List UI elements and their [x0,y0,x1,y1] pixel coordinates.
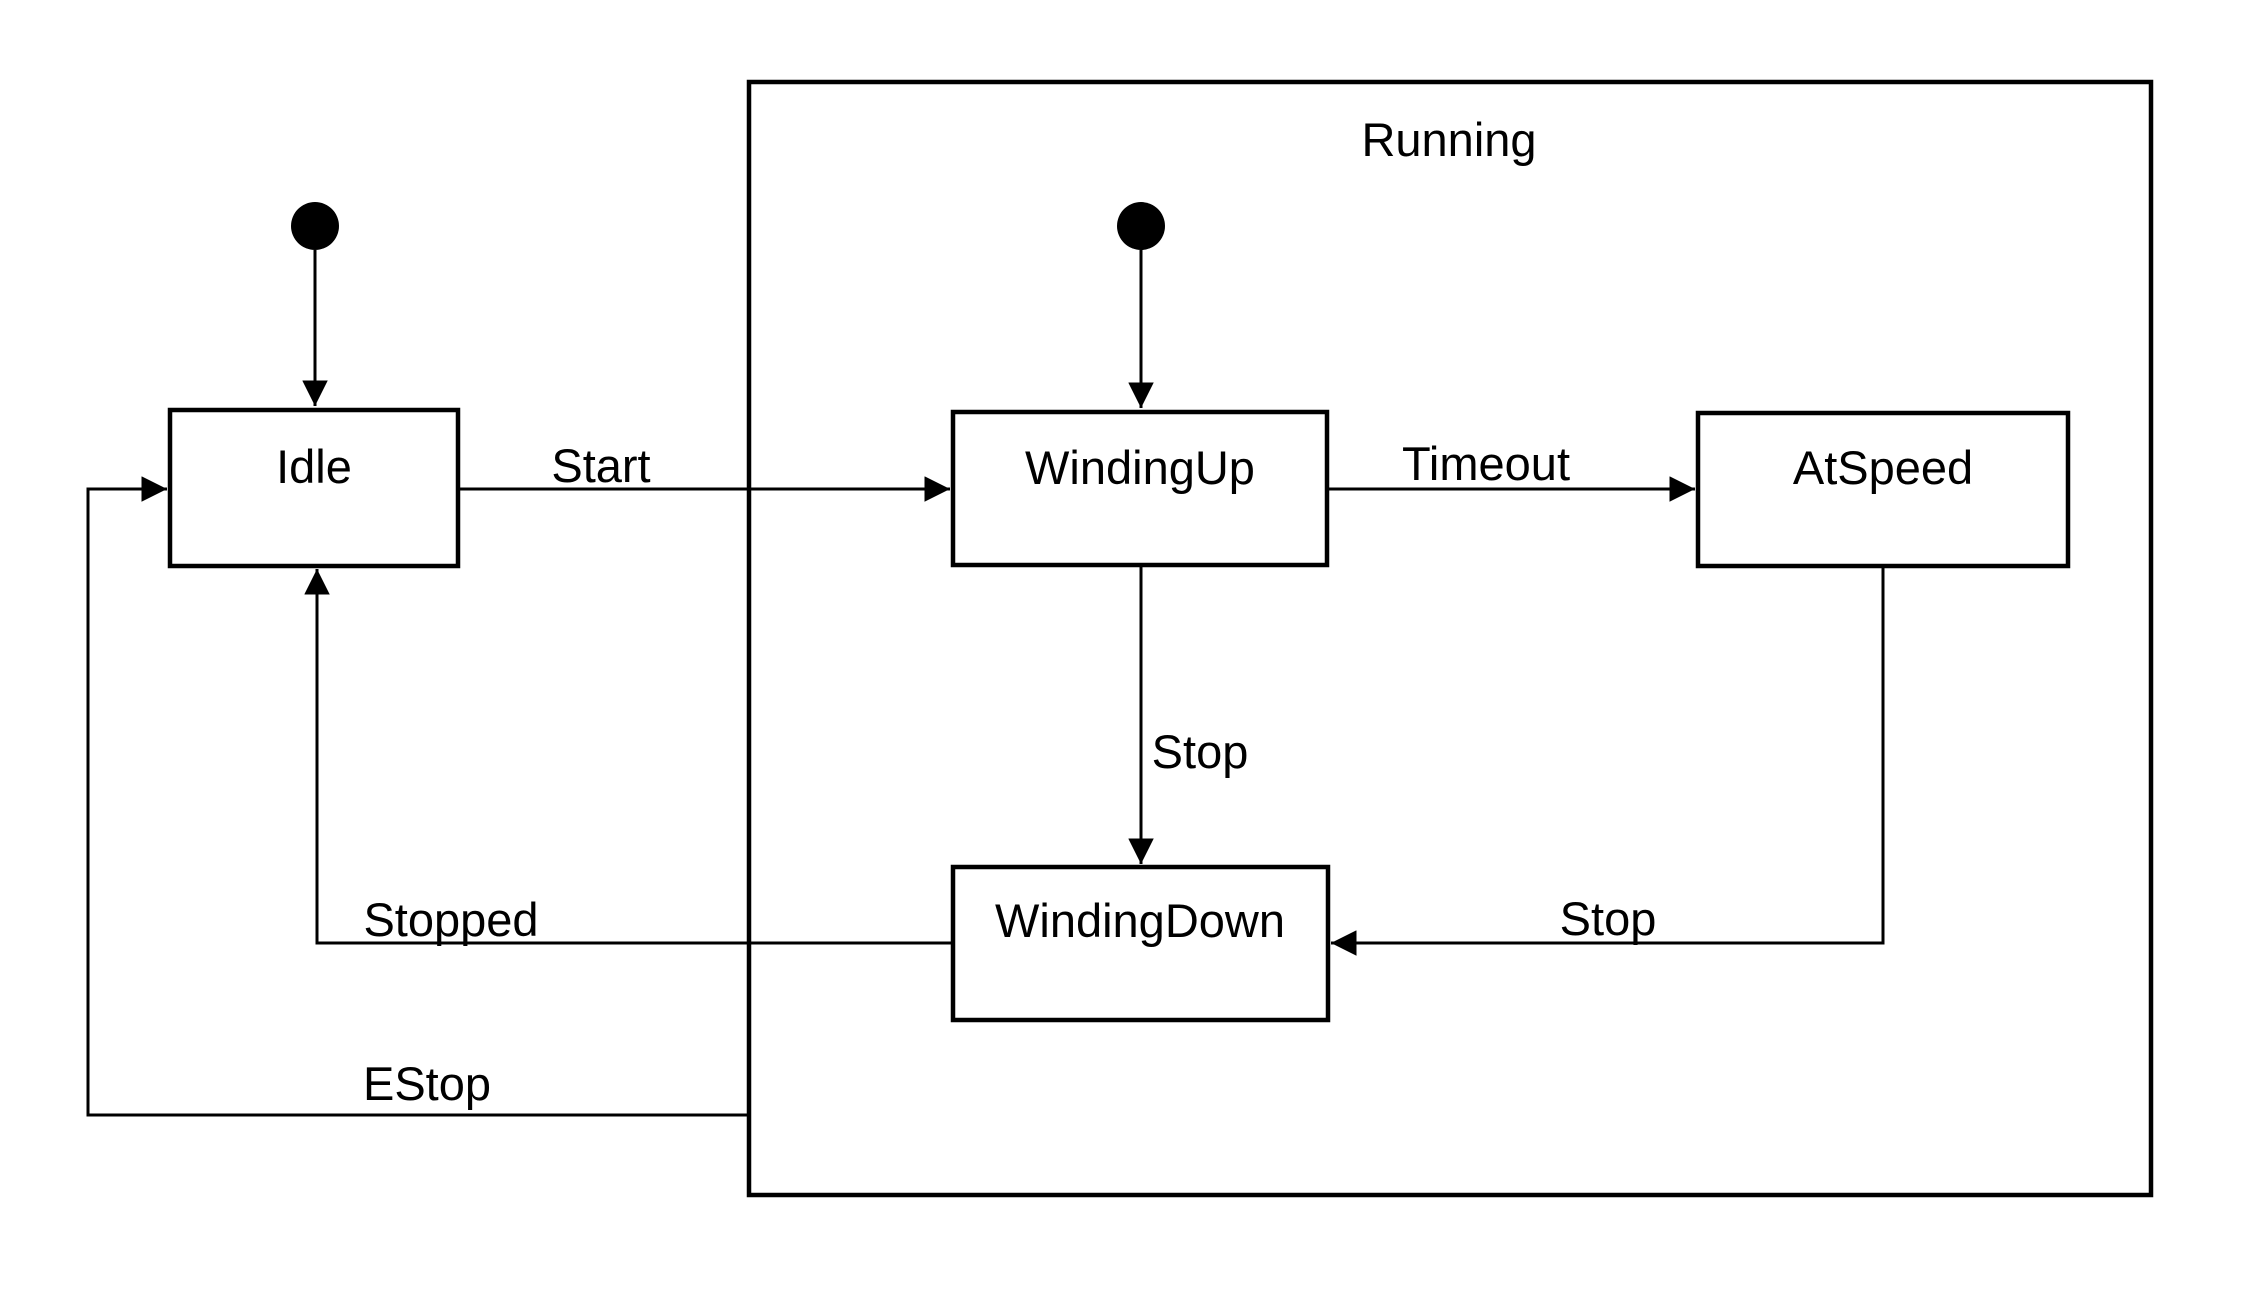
state-atspeed [1695,410,2071,569]
transition-estop-label: EStop [363,1057,491,1110]
transition-stop-atspeed-arrow [1331,566,1885,956]
transition-timeout-label: Timeout [1402,437,1570,490]
composite-state-running [746,79,2154,1198]
state-atspeed-label: AtSpeed [1793,441,1973,494]
transition-stop-windingup-label: Stop [1152,725,1249,778]
transition-estop-arrow [86,476,749,1117]
transition-stop-atspeed-label: Stop [1560,892,1657,945]
composite-state-running-label: Running [1361,113,1536,166]
state-windingdown [950,864,1331,1023]
state-windingup-label: WindingUp [1025,441,1255,494]
state-idle [167,407,461,569]
state-idle-label: Idle [276,440,352,493]
transition-stopped-arrow [304,569,953,945]
transition-start-label: Start [551,439,650,492]
initial-state-dot-idle [291,202,339,250]
transition-stopped-label: Stopped [363,893,538,946]
state-windingup [950,409,1330,568]
state-windingdown-label: WindingDown [995,894,1285,947]
initial-state-dot-windingup [1117,202,1165,250]
